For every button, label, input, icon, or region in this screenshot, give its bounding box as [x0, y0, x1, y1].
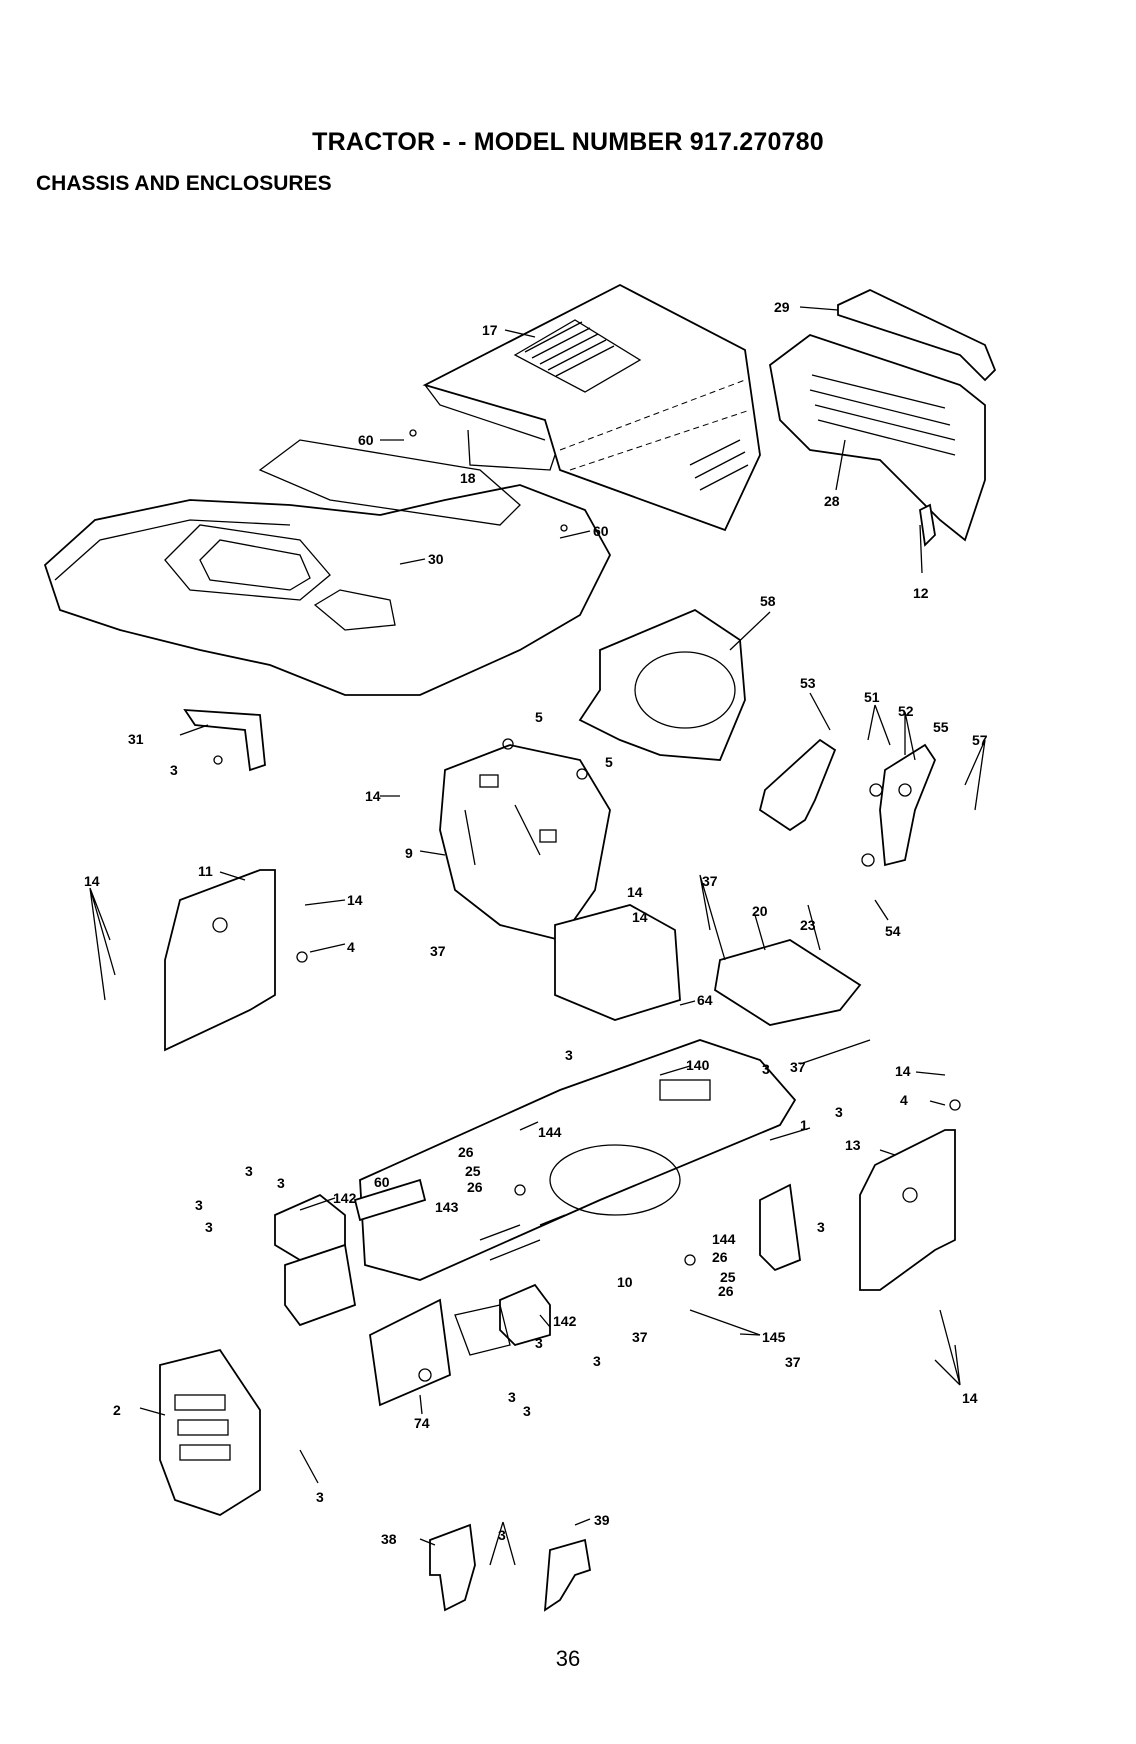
callout-26-upper-b: 26 — [467, 1179, 483, 1195]
front-bumper-part-2 — [160, 1350, 260, 1515]
callout-140: 140 — [686, 1057, 710, 1073]
callout-60-middle: 60 — [593, 523, 609, 539]
bracket-part-53 — [760, 740, 835, 830]
cross-member-part-64 — [555, 905, 680, 1020]
callout-145: 145 — [762, 1329, 786, 1345]
callout-143: 143 — [435, 1199, 459, 1215]
callout-20: 20 — [752, 903, 768, 919]
callout-31: 31 — [128, 731, 144, 747]
callout-3-front-d: 3 — [205, 1219, 213, 1235]
bracket-part-20 — [715, 940, 860, 1025]
callout-142-right: 142 — [553, 1313, 577, 1329]
callout-3-mid-d: 3 — [523, 1403, 531, 1419]
callout-28: 28 — [824, 493, 840, 509]
drawbar-part-145 — [690, 1310, 760, 1335]
callout-3-bracket: 3 — [170, 762, 178, 778]
callout-9: 9 — [405, 845, 413, 861]
callout-3-mid-b: 3 — [593, 1353, 601, 1369]
callout-37-left: 37 — [430, 943, 446, 959]
callout-4-left: 4 — [347, 939, 355, 955]
front-plate-right — [370, 1300, 450, 1405]
callout-29: 29 — [774, 299, 790, 315]
page-number: 36 — [0, 1646, 1136, 1672]
callout-60-upper: 60 — [358, 432, 374, 448]
callout-60-lower: 60 — [374, 1174, 390, 1190]
callout-57: 57 — [972, 732, 988, 748]
callout-142-left: 142 — [333, 1190, 357, 1206]
callout-3-frame-top: 3 — [565, 1047, 573, 1063]
callout-54: 54 — [885, 923, 901, 939]
dash-panel-part-58 — [580, 610, 745, 760]
callout-3-front-c: 3 — [195, 1197, 203, 1213]
callout-3-front-a: 3 — [245, 1163, 253, 1179]
callout-38: 38 — [381, 1531, 397, 1547]
callout-14-right: 14 — [895, 1063, 911, 1079]
callout-23: 23 — [800, 917, 816, 933]
callout-18: 18 — [460, 470, 476, 486]
callout-55: 55 — [933, 719, 949, 735]
callout-11: 11 — [198, 863, 213, 879]
callout-10: 10 — [617, 1274, 633, 1290]
callout-3-rear-right: 3 — [817, 1219, 825, 1235]
callout-5-left: 5 — [535, 709, 543, 725]
callout-144-lower: 144 — [712, 1231, 736, 1247]
callout-3-front-b: 3 — [277, 1175, 285, 1191]
callout-1: 1 — [800, 1117, 808, 1133]
bracket-part-38 — [430, 1525, 475, 1610]
callout-14-left-group: 14 — [84, 873, 100, 889]
callout-37-lower-right: 37 — [790, 1059, 806, 1075]
callout-37-upper-right: 37 — [702, 873, 718, 889]
callout-12: 12 — [913, 585, 929, 601]
callout-51: 51 — [864, 689, 880, 705]
callout-13: 13 — [845, 1137, 861, 1153]
rear-bracket — [760, 1185, 800, 1270]
callout-14-left-top: 14 — [347, 892, 363, 908]
callout-5-right: 5 — [605, 754, 613, 770]
callout-3-frame-upper: 3 — [835, 1104, 843, 1120]
bracket-part-55 — [880, 745, 935, 865]
callout-52: 52 — [898, 703, 914, 719]
callout-26-upper-a: 26 — [458, 1144, 474, 1160]
callout-25-upper: 25 — [465, 1163, 481, 1179]
callout-14-center-b: 14 — [632, 909, 648, 925]
callout-37-bottom-right: 37 — [785, 1354, 801, 1370]
fender-part-30 — [45, 440, 610, 695]
callout-3-bumper: 3 — [316, 1489, 324, 1505]
side-panel-part-13 — [860, 1130, 955, 1290]
grille-part-28 — [770, 335, 985, 540]
callout-26-lower-b: 26 — [718, 1283, 734, 1299]
callout-17: 17 — [482, 322, 498, 338]
dash-panel-part-9 — [440, 745, 610, 940]
callout-144-upper: 144 — [538, 1124, 562, 1140]
callout-3-mid-c: 3 — [508, 1389, 516, 1405]
hood-bracket-part-18 — [468, 430, 555, 470]
callout-26-lower-a: 26 — [712, 1249, 728, 1265]
callout-2: 2 — [113, 1402, 121, 1418]
callout-58: 58 — [760, 593, 776, 609]
callout-39: 39 — [594, 1512, 610, 1528]
callout-4-right: 4 — [900, 1092, 908, 1108]
callout-53: 53 — [800, 675, 816, 691]
callout-14-center-a: 14 — [627, 884, 643, 900]
callout-74: 74 — [414, 1415, 430, 1431]
callout-3-bottom: 3 — [498, 1527, 506, 1543]
callout-37-bottom-left: 37 — [632, 1329, 648, 1345]
callout-30: 30 — [428, 551, 444, 567]
bracket-part-31 — [185, 710, 265, 770]
side-panel-part-11 — [165, 870, 275, 1050]
callout-14-panel9: 14 — [365, 788, 381, 804]
bracket-part-39 — [545, 1540, 590, 1610]
callout-64: 64 — [697, 992, 713, 1008]
callout-3-mid-a: 3 — [535, 1335, 543, 1351]
callout-14-right-group: 14 — [962, 1390, 978, 1406]
callout-3-frame-right: 3 — [762, 1061, 770, 1077]
